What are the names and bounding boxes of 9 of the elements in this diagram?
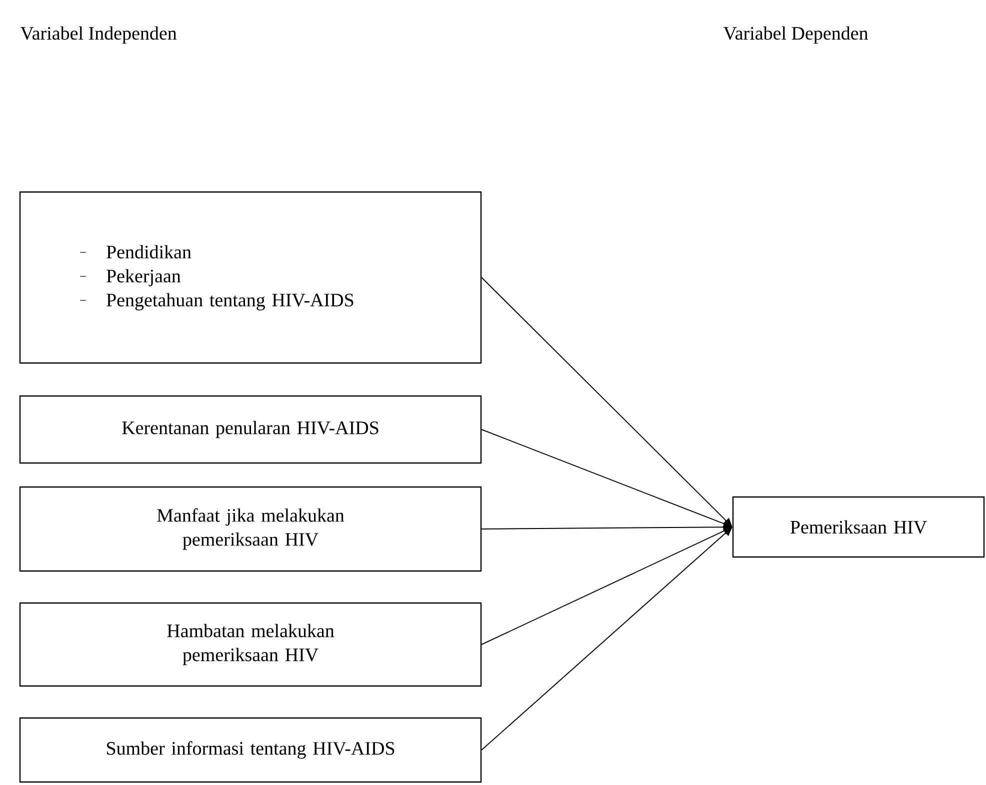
variable-box: Pemeriksaan HIV	[732, 496, 985, 558]
heading-label: Variabel Dependen	[723, 26, 868, 44]
arrow	[481, 277, 732, 527]
heading-label: Variabel Independen	[20, 26, 177, 44]
variable-box: Hambatan melakukan pemeriksaan HIV	[19, 602, 482, 687]
variable-box: Manfaat jika melakukan pemeriksaan HIV	[19, 486, 482, 572]
list-box: Pendidikan Pekerjaan Pengetahuan tentang HIV-AIDS	[19, 191, 482, 364]
variable-box: Kerentanan penularan HIV-AIDS	[19, 395, 482, 464]
variable-box: Sumber informasi tentang HIV-AIDS	[19, 717, 482, 783]
